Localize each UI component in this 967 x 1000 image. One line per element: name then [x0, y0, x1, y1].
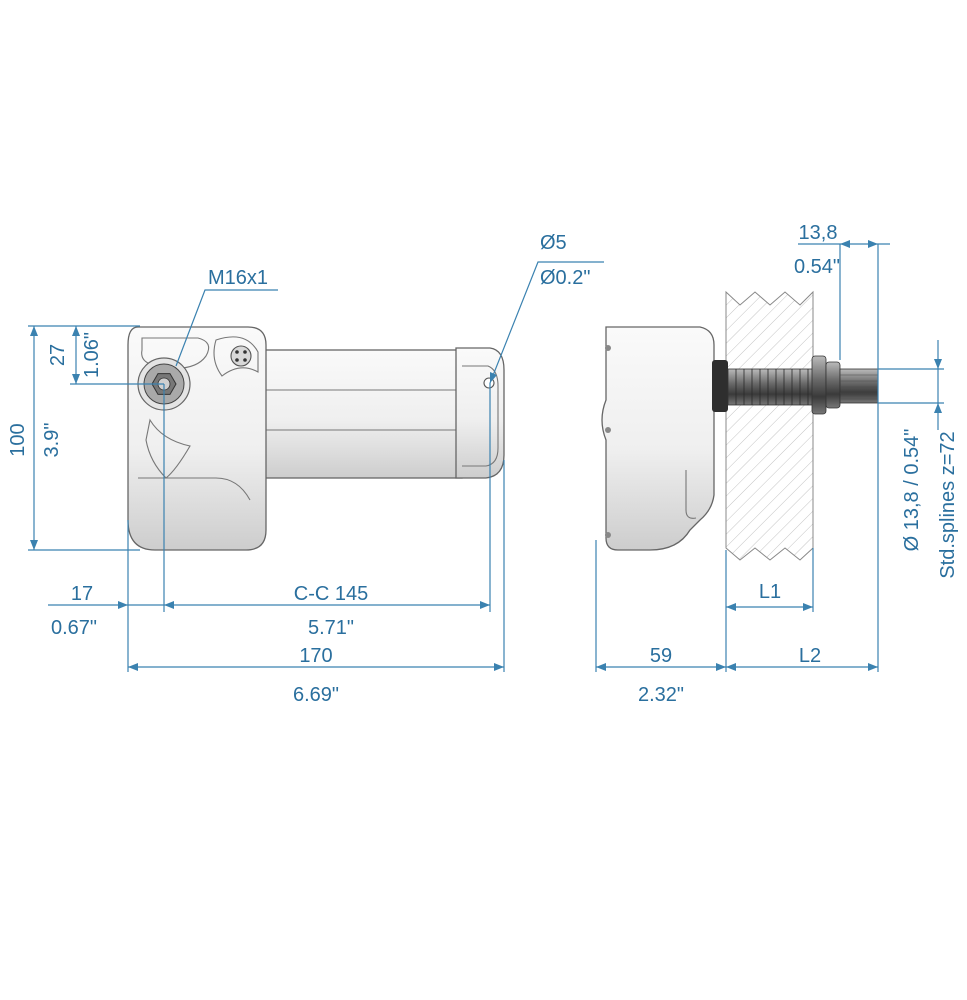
hole-label-mm: Ø5 [540, 232, 567, 254]
offset-mm: 27 [47, 344, 69, 366]
front-dimensions [28, 261, 604, 672]
hole-label-in: Ø0.2" [540, 267, 590, 289]
center-distance-in: 5.71" [308, 617, 354, 639]
bulkhead-label: L1 [759, 581, 781, 603]
housing-depth-in: 2.32" [638, 684, 684, 706]
spline-diameter: Ø 13,8 / 0.54" [901, 429, 923, 552]
rubber-gasket [712, 360, 728, 412]
offset-in: 1.06" [81, 332, 103, 378]
shaft-total-label: L2 [799, 645, 821, 667]
shaft-length-in: 0.54" [794, 256, 840, 278]
shaft-length-mm: 13,8 [799, 222, 838, 244]
spline-spec: Std.splines z=72 [937, 431, 959, 578]
motor-end-cap [455, 347, 505, 479]
lock-nut [811, 355, 827, 415]
splined-shaft-end [839, 368, 879, 404]
edge-to-shaft-mm: 17 [71, 583, 93, 605]
motor-cylinder [261, 349, 463, 479]
overall-length-mm: 170 [299, 645, 332, 667]
dome-nut [825, 361, 841, 409]
bulkhead-section [725, 290, 814, 561]
housing-depth-mm: 59 [650, 645, 672, 667]
height-mm: 100 [7, 423, 29, 456]
electrical-connector [230, 345, 252, 367]
threaded-shaft [727, 368, 815, 406]
side-view [601, 290, 879, 561]
center-distance-mm: C-C 145 [294, 583, 368, 605]
edge-to-shaft-in: 0.67" [51, 617, 97, 639]
thread-label: M16x1 [208, 267, 268, 289]
side-housing [601, 326, 727, 551]
overall-length-in: 6.69" [293, 684, 339, 706]
front-view [127, 326, 505, 551]
height-in: 3.9" [41, 423, 63, 458]
side-dimensions [595, 240, 944, 672]
